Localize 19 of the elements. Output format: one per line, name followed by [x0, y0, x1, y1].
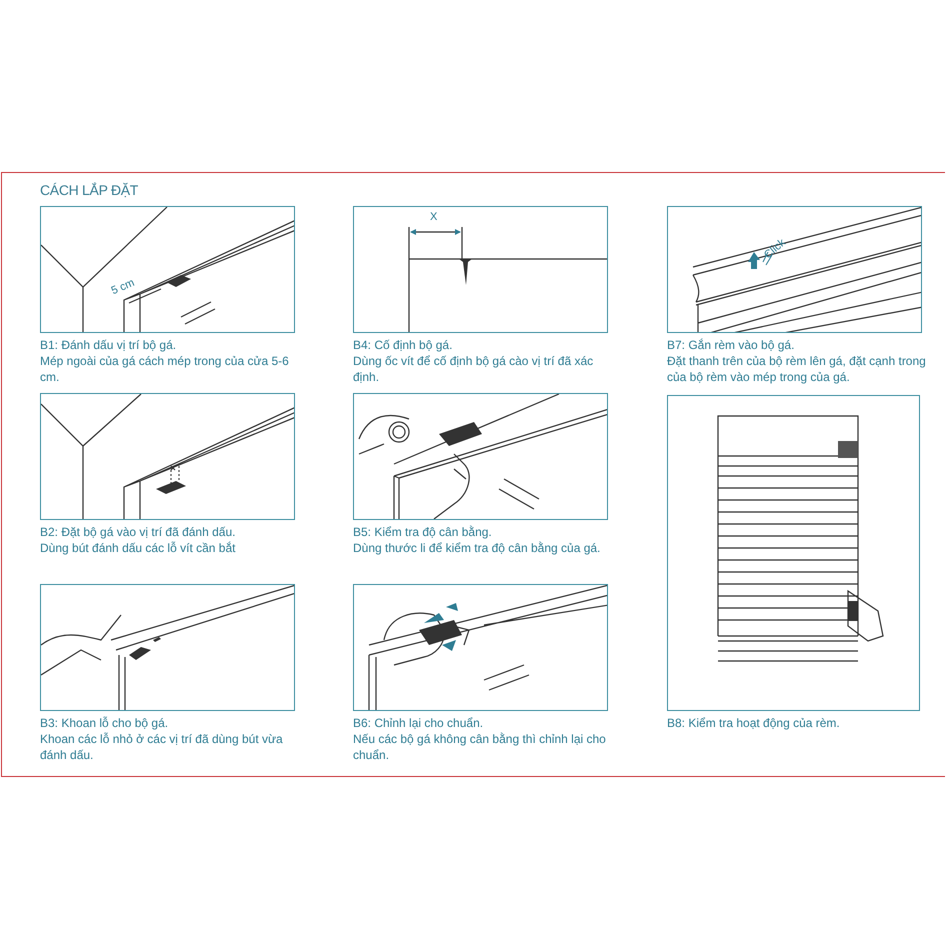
step-description: Dùng bút đánh dấu các lỗ vít cần bắt — [40, 540, 236, 556]
step-heading: B2: Đặt bộ gá vào vị trí đã đánh dấu. — [40, 524, 236, 540]
step-heading: B8: Kiểm tra hoạt động của rèm. — [667, 715, 841, 731]
callout-text: Click — [762, 236, 788, 262]
step-description: Dùng thước li để kiểm tra độ cân bằng của gá. — [353, 540, 602, 556]
step-description: Đặt thanh trên của bộ rèm lên gá, đặt cạnh trong của bộ rèm vào mép trong của gá. — [667, 353, 927, 385]
step-heading: B3: Khoan lỗ cho bộ gá. — [40, 715, 170, 731]
step-description: Dùng ốc vít để cố định bộ gá cào vị trí đã xác định. — [353, 353, 594, 385]
callout-text: 5 cm — [110, 276, 136, 298]
step-description: Mép ngoài của gá cách mép trong của cửa 5-6 cm. — [40, 353, 290, 385]
dimension-label: X — [430, 211, 438, 223]
step-heading: B1: Đánh dấu vị trí bộ gá. — [40, 337, 178, 353]
step-heading: B4: Cố định bộ gá. — [353, 337, 454, 353]
step-heading: B5: Kiểm tra độ cân bằng. — [353, 524, 493, 540]
step-description: Khoan các lỗ nhỏ ở các vị trí đã dùng bút vừa đánh dấu. — [40, 731, 284, 763]
title: CÁCH LẮP ĐẶT — [40, 182, 138, 198]
step-description: Nếu các bộ gá không cân bằng thì chỉnh lại cho chuẩn. — [353, 731, 607, 763]
step-heading: B6: Chỉnh lại cho chuẩn. — [353, 715, 484, 731]
step-heading: B7: Gắn rèm vào bộ gá. — [667, 337, 796, 353]
